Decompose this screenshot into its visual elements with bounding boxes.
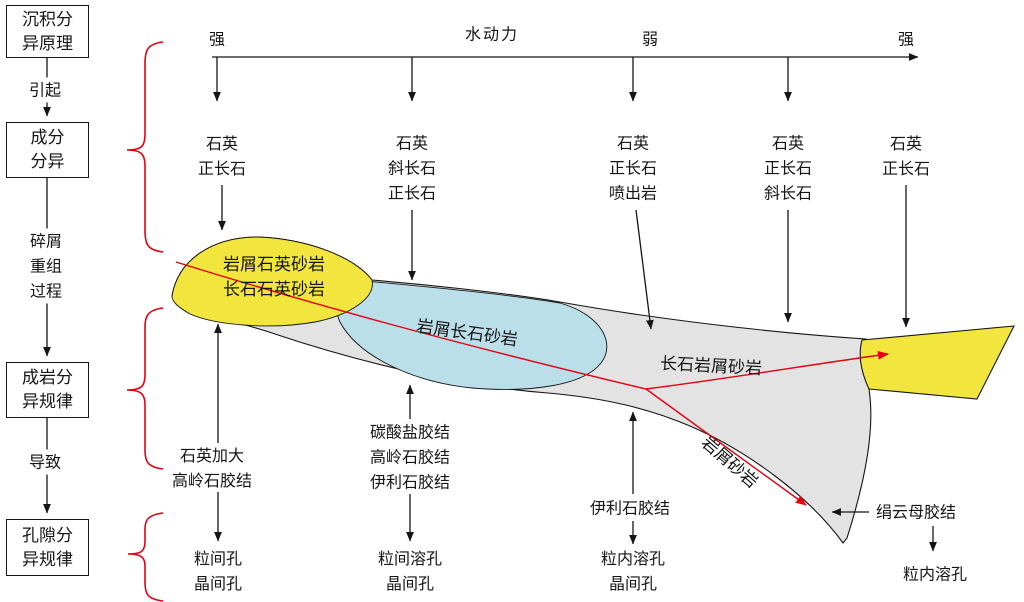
mineral-column-5: 石英 正长石	[881, 134, 931, 178]
pore-label-2: 粒间溶孔 晶间孔	[377, 549, 443, 593]
box-porosity-differentiation-law: 孔隙分 异规律	[6, 519, 89, 576]
mineral-column-2: 石英 斜长石 正长石	[387, 133, 437, 203]
cement-label-4: 绢云母胶结	[875, 502, 957, 522]
mineral-column-4: 石英 正长石 斜长石	[763, 133, 813, 203]
trend-branch-right-arrow	[645, 350, 889, 390]
cement-label-2: 碳酸盐胶结 高岭石胶结 伊利石胶结	[369, 422, 451, 492]
brace-composition	[126, 41, 164, 253]
pore-label-4: 粒内溶孔	[902, 564, 968, 584]
right-wing-yellow	[859, 325, 1015, 400]
cement-label-3: 伊利石胶结	[589, 498, 671, 518]
pore-label-1: 粒间孔 晶间孔	[193, 549, 243, 593]
rock-body-group	[171, 236, 1015, 544]
pore-label-3: 粒内溶孔 晶间孔	[600, 549, 666, 593]
axis-title-hydrodynamics: 水动力	[464, 24, 520, 44]
mineral-arrow-3	[635, 209, 654, 330]
cement-label-1: 石英加大 高岭石胶结	[171, 446, 253, 490]
rock-label-lithic-quartz-sandstone: 岩屑石英砂岩 长石石英砂岩	[223, 255, 325, 300]
red-trend-lines	[175, 261, 889, 506]
mineral-column-1: 石英 正长石	[197, 134, 247, 178]
box-sedimentary-differentiation-principle: 沉积分 异原理	[6, 5, 89, 58]
box-composition-differentiation: 成分 分异	[6, 122, 89, 178]
label-debris-reorganization: 碎屑 重组 过程	[27, 228, 65, 304]
black-arrow-lines	[43, 53, 937, 552]
axis-weak: 弱	[641, 29, 659, 49]
lithic-feldspar-region-blue	[337, 280, 608, 390]
rock-label-feldspar-lithic-sandstone: 长石岩屑砂岩	[659, 353, 763, 380]
lithic-quartz-region-yellow	[171, 236, 373, 327]
label-causes: 引起	[26, 77, 64, 103]
mineral-column-3: 石英 正长石 喷出岩	[608, 133, 658, 203]
brace-porosity	[127, 512, 164, 602]
label-leads-to: 导致	[26, 449, 64, 475]
axis-strong-right: 强	[897, 29, 915, 49]
box-diagenesis-differentiation-law: 成岩分 异规律	[6, 362, 89, 418]
red-braces	[126, 41, 164, 602]
axis-strong-left: 强	[208, 29, 226, 49]
brace-diagenesis	[126, 307, 164, 470]
trend-main-line	[175, 261, 647, 390]
trend-branch-down-arrow	[645, 388, 807, 506]
